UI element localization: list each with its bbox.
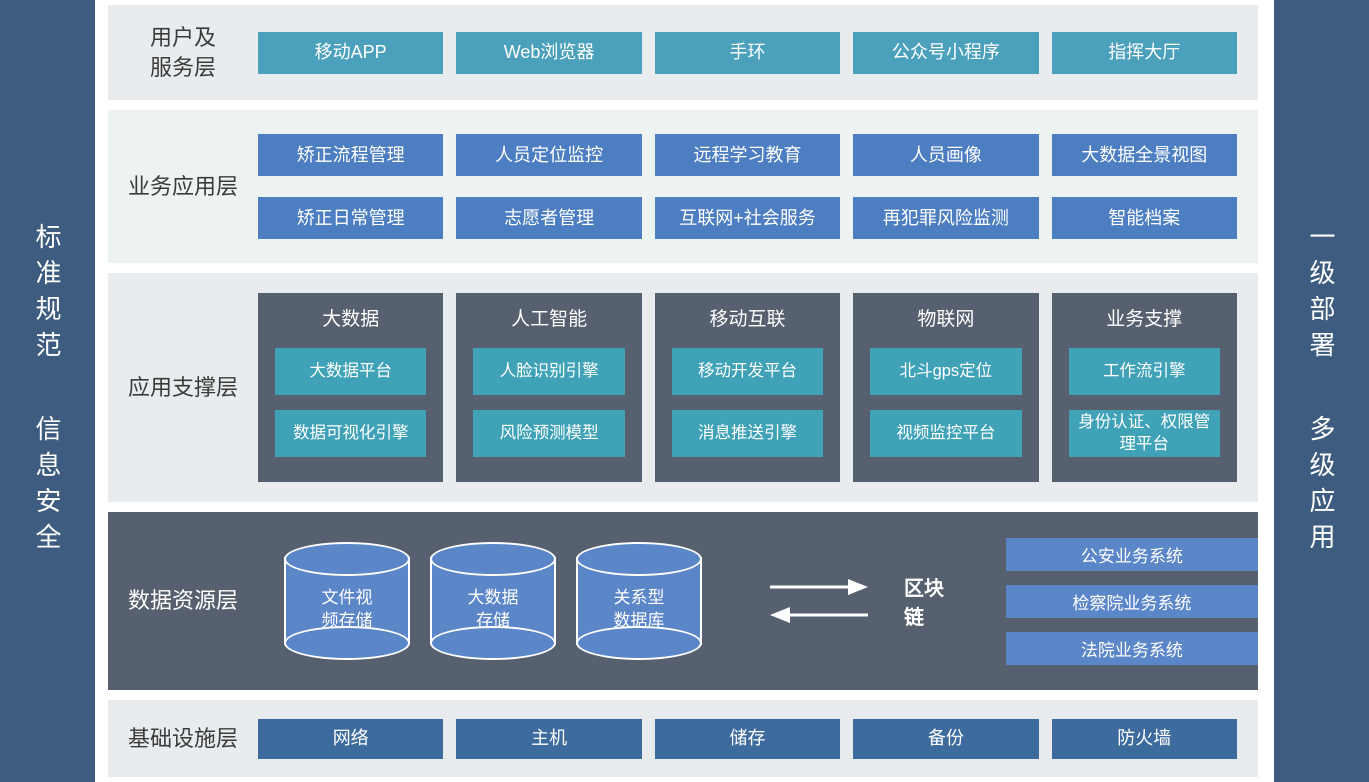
node-procuratorate-system: 检察院业务系统 — [1005, 584, 1258, 618]
support-col-ai-title: 人工智能 — [511, 309, 588, 330]
right-banner-label-deployment: 一级部署 — [1306, 223, 1336, 367]
node-mini-program: 公众号小程序 — [853, 31, 1039, 74]
node-mobile-dev-platform: 移动开发平台 — [671, 348, 824, 395]
node-correction-daily-mgmt: 矫正日常管理 — [258, 197, 444, 239]
node-workflow-engine: 工作流引擎 — [1068, 348, 1220, 395]
node-volunteer-mgmt: 志愿者管理 — [456, 197, 642, 239]
support-col-mobile-title: 移动互联 — [709, 309, 786, 330]
node-command-hall: 指挥大厅 — [1051, 31, 1237, 74]
node-police-system: 公安业务系统 — [1005, 537, 1258, 571]
support-col-iot-title: 物联网 — [917, 309, 975, 330]
node-wristband: 手环 — [654, 31, 841, 74]
node-identity-auth-platform: 身份认证、权限管理平台 — [1068, 410, 1220, 457]
business-row-1: 矫正流程管理 人员定位监控 远程学习教育 人员画像 大数据全景视图 — [258, 134, 1258, 176]
left-banner-label-standards: 标准规范 — [32, 223, 62, 367]
database-cylinders: 文件视 频存储 大数据 存储 关系型 数据库 — [284, 542, 702, 660]
node-data-visualization-engine: 数据可视化引擎 — [275, 410, 427, 457]
layer-support-title: 应用支撑层 — [127, 374, 238, 400]
business-nodes: 矫正流程管理 人员定位监控 远程学习教育 人员画像 大数据全景视图 矫正日常管理… — [258, 134, 1258, 239]
left-banner-label-security: 信息安全 — [32, 415, 62, 559]
cylinder-file-video-storage-label: 文件视 频存储 — [321, 588, 373, 630]
node-storage: 储存 — [654, 718, 841, 759]
node-mobile-app: 移动APP — [258, 31, 444, 74]
node-smart-archive: 智能档案 — [1051, 197, 1237, 239]
infrastructure-nodes: 网络 主机 储存 备份 防火墙 — [258, 718, 1258, 759]
node-backup: 备份 — [853, 718, 1039, 759]
node-correction-process-mgmt: 矫正流程管理 — [258, 134, 444, 176]
node-web-browser: Web浏览器 — [456, 31, 642, 74]
layer-user-service-title: 用户及 服务层 — [149, 24, 216, 80]
cylinder-bigdata-storage-label: 大数据 存储 — [467, 588, 519, 630]
node-network: 网络 — [258, 718, 444, 759]
right-banner: 一级部署 多级应用 — [1274, 0, 1369, 782]
node-bigdata-panorama: 大数据全景视图 — [1051, 134, 1237, 176]
external-systems: 公安业务系统 检察院业务系统 法院业务系统 — [1005, 537, 1258, 665]
right-banner-label-application: 多级应用 — [1306, 415, 1336, 559]
node-host: 主机 — [456, 718, 642, 759]
node-court-system: 法院业务系统 — [1005, 631, 1258, 665]
business-row-2: 矫正日常管理 志愿者管理 互联网+社会服务 再犯罪风险监测 智能档案 — [258, 197, 1258, 239]
node-remote-learning: 远程学习教育 — [654, 134, 841, 176]
node-face-recognition-engine: 人脸识别引擎 — [473, 348, 625, 395]
layer-data-resource: 数据资源层 文件视 频存储 大数据 存储 关系型 数据库 区块链 公安业务系统 … — [108, 512, 1258, 690]
layer-business-application: 业务应用层 矫正流程管理 人员定位监控 远程学习教育 人员画像 大数据全景视图 … — [108, 110, 1258, 263]
support-col-ai: 人工智能 人脸识别引擎 风险预测模型 — [456, 293, 642, 482]
layer-infrastructure: 基础设施层 网络 主机 储存 备份 防火墙 — [108, 700, 1258, 777]
layer-infra-title: 基础设施层 — [127, 725, 238, 751]
support-col-mobile: 移动互联 移动开发平台 消息推送引擎 — [654, 293, 841, 482]
support-col-iot: 物联网 北斗gps定位 视频监控平台 — [853, 293, 1039, 482]
user-service-nodes: 移动APP Web浏览器 手环 公众号小程序 指挥大厅 — [258, 31, 1258, 74]
layer-data-title: 数据资源层 — [127, 588, 238, 614]
support-col-bigdata: 大数据 大数据平台 数据可视化引擎 — [258, 293, 444, 482]
left-banner: 标准规范 信息安全 — [0, 0, 95, 782]
support-col-bigdata-title: 大数据 — [322, 309, 380, 330]
node-recidivism-risk-monitor: 再犯罪风险监测 — [853, 197, 1039, 239]
support-columns: 大数据 大数据平台 数据可视化引擎 人工智能 人脸识别引擎 风险预测模型 移动互… — [258, 293, 1258, 482]
blockchain-label: 区块链 — [904, 578, 944, 629]
node-personnel-positioning: 人员定位监控 — [456, 134, 642, 176]
node-bigdata-platform: 大数据平台 — [275, 348, 427, 395]
node-internet-social-service: 互联网+社会服务 — [654, 197, 841, 239]
cylinder-relational-db: 关系型 数据库 — [576, 542, 702, 660]
node-message-push-engine: 消息推送引擎 — [671, 410, 824, 457]
node-video-surveillance-platform: 视频监控平台 — [870, 410, 1022, 457]
layer-user-service: 用户及 服务层 移动APP Web浏览器 手环 公众号小程序 指挥大厅 — [108, 5, 1258, 100]
support-col-business-support: 业务支撑 工作流引擎 身份认证、权限管理平台 — [1051, 293, 1237, 482]
node-firewall: 防火墙 — [1051, 718, 1237, 759]
cylinder-relational-db-label: 关系型 数据库 — [613, 588, 665, 630]
node-beidou-gps: 北斗gps定位 — [870, 348, 1022, 395]
diagram-content: 用户及 服务层 移动APP Web浏览器 手环 公众号小程序 指挥大厅 业务应用… — [95, 0, 1274, 782]
node-risk-prediction-model: 风险预测模型 — [473, 410, 625, 457]
cylinder-file-video-storage: 文件视 频存储 — [284, 542, 410, 660]
layer-application-support: 应用支撑层 大数据 大数据平台 数据可视化引擎 人工智能 人脸识别引擎 风险预测… — [108, 273, 1258, 502]
cylinder-bigdata-storage: 大数据 存储 — [430, 542, 556, 660]
node-personnel-profile: 人员画像 — [853, 134, 1039, 176]
data-exchange-arrows-icon — [770, 579, 868, 623]
support-col-business-support-title: 业务支撑 — [1106, 309, 1183, 330]
layer-business-title: 业务应用层 — [127, 173, 238, 199]
